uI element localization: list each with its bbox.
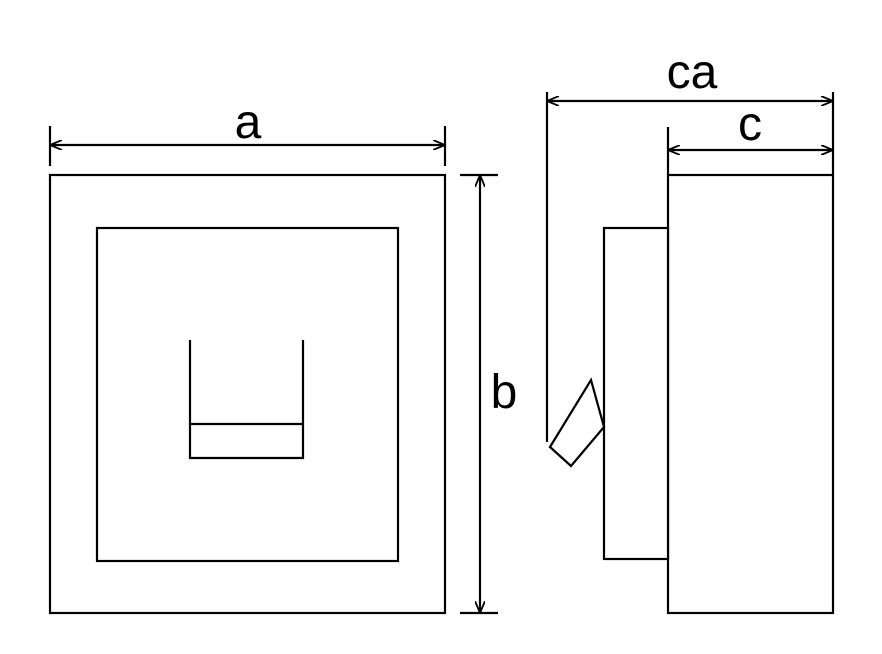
inner-panel [95, 226, 400, 563]
toggle-lever-front [188, 340, 305, 460]
side-view [548, 173, 835, 615]
dimension-b: b [460, 173, 518, 615]
label-b: b [491, 366, 518, 419]
side-front-plate [602, 226, 670, 561]
dimension-ca: ca [545, 46, 835, 442]
front-view [48, 173, 447, 615]
label-c: c [738, 98, 762, 151]
dimension-a: a [48, 96, 447, 166]
label-a: a [235, 96, 262, 149]
side-body [666, 173, 835, 615]
toggle-lever-side [548, 377, 606, 468]
dimension-c: c [666, 98, 832, 175]
label-ca: ca [667, 46, 718, 99]
lever-guide [188, 340, 305, 460]
